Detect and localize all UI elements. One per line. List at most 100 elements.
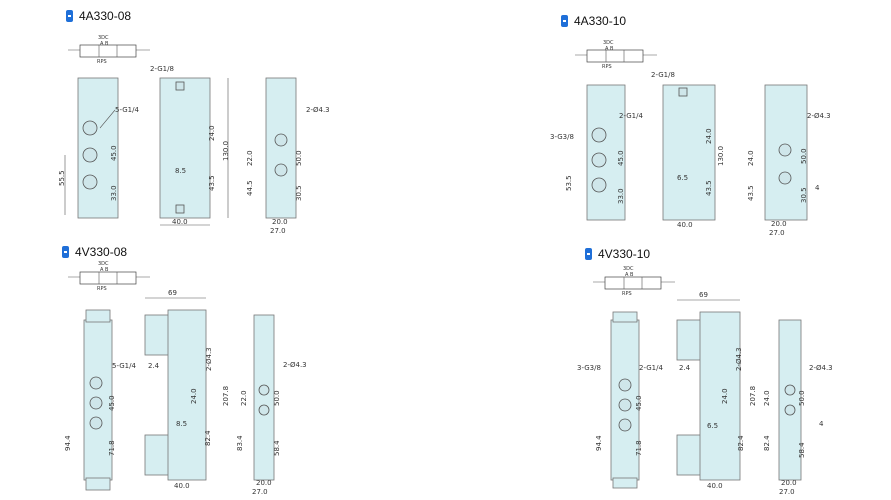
svg-text:24.0: 24.0 (190, 388, 198, 404)
svg-text:69: 69 (168, 289, 177, 297)
pilot-port-icon (175, 81, 185, 91)
drawing-4v330-08: 3DC A B RPS 5-G1/4 94.4 45.0 71.8 69 2.4… (64, 261, 307, 496)
svg-text:40.0: 40.0 (677, 221, 693, 229)
svg-text:24.0: 24.0 (208, 125, 216, 141)
svg-text:24.0: 24.0 (747, 150, 755, 166)
svg-text:2-G1/8: 2-G1/8 (150, 65, 174, 73)
svg-text:43.5: 43.5 (208, 175, 216, 191)
svg-text:207.8: 207.8 (749, 386, 757, 406)
model-tag-icon (66, 10, 73, 22)
panel-4v330-10: 4V330-10 3DC A B RPS 2-G1/4 3-G3/8 94.4 … (445, 240, 891, 500)
model-tag-icon (585, 248, 592, 260)
model-title: 4V330-08 (62, 245, 127, 259)
pneumatic-symbol: 3DC A B RPS (68, 35, 150, 65)
svg-text:3-G3/8: 3-G3/8 (550, 133, 574, 141)
pneumatic-symbol: 3DC A B RPS (68, 261, 150, 292)
svg-text:53.5: 53.5 (565, 175, 573, 191)
model-title: 4V330-10 (585, 247, 650, 261)
svg-text:58.4: 58.4 (798, 442, 806, 458)
svg-text:3DC: 3DC (98, 261, 109, 267)
svg-text:45.0: 45.0 (617, 150, 625, 166)
svg-text:24.0: 24.0 (721, 388, 729, 404)
svg-text:130.0: 130.0 (222, 141, 230, 161)
svg-text:20.0: 20.0 (781, 479, 797, 487)
svg-text:5-G1/4: 5-G1/4 (112, 362, 136, 370)
svg-text:33.0: 33.0 (617, 188, 625, 204)
svg-text:A B: A B (100, 267, 109, 273)
model-name: 4A330-08 (79, 9, 132, 23)
svg-text:20.0: 20.0 (272, 218, 288, 226)
svg-text:4: 4 (815, 184, 820, 192)
port-p-icon (82, 147, 98, 163)
svg-text:82.4: 82.4 (737, 435, 745, 451)
svg-text:50.0: 50.0 (798, 390, 806, 406)
svg-text:69: 69 (699, 291, 708, 299)
svg-text:71.8: 71.8 (108, 440, 116, 456)
model-name: 4V330-10 (598, 247, 651, 261)
svg-text:207.8: 207.8 (222, 386, 230, 406)
drawing-4a330-10: 3DC A B RPS 2-G1/4 3-G3/8 53.5 45.0 33.0… (550, 40, 831, 237)
svg-text:43.5: 43.5 (705, 180, 713, 196)
svg-text:44.5: 44.5 (246, 180, 254, 196)
model-tag-icon (561, 15, 568, 27)
svg-text:2-G1/8: 2-G1/8 (651, 71, 675, 79)
svg-text:130.0: 130.0 (717, 146, 725, 166)
svg-text:6.5: 6.5 (677, 174, 688, 182)
svg-text:45.0: 45.0 (635, 395, 643, 411)
svg-text:3DC: 3DC (98, 35, 109, 41)
svg-text:5-G1/4: 5-G1/4 (115, 106, 139, 114)
svg-text:20.0: 20.0 (256, 479, 272, 487)
svg-text:82.4: 82.4 (204, 430, 212, 446)
svg-text:8.5: 8.5 (176, 420, 187, 428)
port-a-icon (82, 120, 98, 136)
svg-text:50.0: 50.0 (295, 150, 303, 166)
valve-side-body (77, 77, 119, 219)
svg-text:3DC: 3DC (623, 266, 634, 272)
svg-text:24.0: 24.0 (705, 128, 713, 144)
model-title: 4A330-10 (561, 14, 626, 28)
svg-text:94.4: 94.4 (64, 435, 72, 451)
valve-front-body (167, 309, 207, 481)
svg-text:71.8: 71.8 (635, 440, 643, 456)
svg-text:3-G3/8: 3-G3/8 (577, 364, 601, 372)
svg-text:3DC: 3DC (603, 40, 614, 46)
svg-text:40.0: 40.0 (707, 482, 723, 490)
svg-text:94.4: 94.4 (595, 435, 603, 451)
pneumatic-symbol: 3DC A B RPS (593, 266, 675, 297)
svg-text:4: 4 (819, 420, 824, 428)
svg-text:33.0: 33.0 (110, 185, 118, 201)
svg-text:22.0: 22.0 (246, 150, 254, 166)
svg-text:27.0: 27.0 (779, 488, 795, 496)
svg-text:RPS: RPS (602, 64, 612, 70)
svg-text:6.5: 6.5 (707, 422, 718, 430)
svg-text:2-G1/4: 2-G1/4 (619, 112, 643, 120)
panel-4a330-08: 4A330-08 3DC A B RPS 5-G1/4 55.5 45.0 33… (0, 0, 440, 240)
panel-4v330-08: 4V330-08 3DC A B RPS 5-G1/4 94.4 45.0 71… (0, 240, 440, 500)
svg-text:2-G1/4: 2-G1/4 (639, 364, 663, 372)
svg-text:40.0: 40.0 (174, 482, 190, 490)
drawing-4a330-08: 3DC A B RPS 5-G1/4 55.5 45.0 33.0 40.0 2… (58, 35, 330, 235)
svg-text:50.0: 50.0 (800, 148, 808, 164)
svg-text:82.4: 82.4 (763, 435, 771, 451)
svg-text:20.0: 20.0 (771, 220, 787, 228)
panel-4a330-10: 4A330-10 3DC A B RPS 2-G1/4 3-G3/8 53.5 … (445, 0, 891, 240)
svg-text:RPS: RPS (97, 59, 107, 65)
svg-text:A B: A B (100, 41, 109, 47)
svg-text:RPS: RPS (622, 291, 632, 297)
svg-text:27.0: 27.0 (252, 488, 268, 496)
svg-text:A B: A B (605, 46, 614, 52)
model-name: 4A330-10 (574, 14, 627, 28)
svg-text:2-Ø4.3: 2-Ø4.3 (807, 112, 831, 120)
svg-text:40.0: 40.0 (172, 218, 188, 226)
svg-text:2-Ø4.3: 2-Ø4.3 (283, 361, 307, 369)
port-b-icon (82, 174, 98, 190)
pneumatic-symbol: 3DC A B RPS (575, 40, 657, 70)
svg-text:58.4: 58.4 (273, 440, 281, 456)
svg-text:24.0: 24.0 (763, 390, 771, 406)
model-name: 4V330-08 (75, 245, 128, 259)
svg-text:RPS: RPS (97, 286, 107, 292)
svg-text:55.5: 55.5 (58, 170, 66, 186)
valve-front-body (159, 77, 211, 219)
svg-text:45.0: 45.0 (108, 395, 116, 411)
svg-text:83.4: 83.4 (236, 435, 244, 451)
